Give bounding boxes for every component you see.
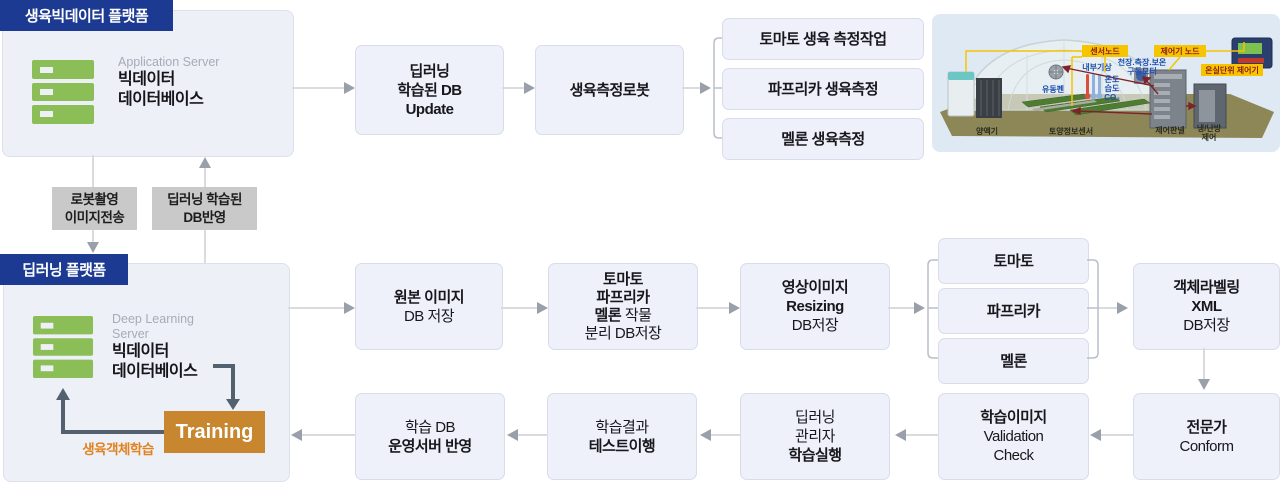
unit-controller-label: 온실단위 제어기 xyxy=(1205,65,1259,75)
thermometers xyxy=(1084,74,1103,99)
greenhouse-image: 센서노드 제어기 노드 온실단위 제어기 내부기상 천장.측장.보온 구동모터 … xyxy=(932,14,1280,152)
temp-label: 온도 xyxy=(1105,75,1120,84)
motor-label-1: 천장.측장.보온 xyxy=(1118,57,1167,67)
indoor-weather-label: 내부기상 xyxy=(1082,62,1112,72)
controller-node-label: 제어기 노드 xyxy=(1160,46,1200,56)
humidity-label: 습도 xyxy=(1105,83,1120,93)
box-growth-robot: 생육측정로봇 xyxy=(535,45,684,135)
deeplearning-server-type: Deep Learning Server xyxy=(112,312,195,341)
box-measure-paprika: 파프리카 생육측정 xyxy=(722,68,924,110)
application-server-type: Application Server xyxy=(118,55,220,69)
deeplearning-server-icon xyxy=(32,316,94,378)
control-panel-label: 제어판넬 xyxy=(1155,125,1184,135)
control-arrows xyxy=(1061,65,1197,116)
fan-label: 유동펜 xyxy=(1042,84,1064,94)
box-crop-melon: 멜론 xyxy=(938,338,1089,384)
cooling-heating-unit xyxy=(1193,83,1227,129)
deeplearning-platform-header: 딥러닝 플랫폼 xyxy=(0,254,128,285)
cooling-label-2: 제어 xyxy=(1202,132,1217,142)
motor-label-2: 구동모터 xyxy=(1127,66,1156,76)
yellow-label-chips xyxy=(1082,45,1263,76)
bigdata-platform-title: 생육빅데이터 플랫폼 xyxy=(24,8,149,25)
growth-object-learning-label: 생육객체학습 xyxy=(82,442,154,457)
application-server-icon xyxy=(32,60,94,124)
nutrient-label: 양액기 xyxy=(976,126,998,136)
greenhouse-illustration: 센서노드 제어기 노드 온실단위 제어기 내부기상 천장.측장.보온 구동모터 … xyxy=(940,37,1274,142)
box-measure-tomato: 토마토 생육 측정작업 xyxy=(722,18,924,60)
sensor-node-label: 센서노드 xyxy=(1090,46,1120,56)
bigdata-platform-header: 생육빅데이터 플랫폼 xyxy=(0,0,173,31)
box-crop-tomato: 토마토 xyxy=(938,238,1089,284)
nutrient-machine xyxy=(947,71,1002,118)
cooling-label-1: 냉/난방 xyxy=(1197,123,1222,133)
training-label: Training xyxy=(175,420,254,443)
co2-label: CO₂ xyxy=(1104,93,1120,102)
training-box: Training xyxy=(164,411,265,453)
box-crop-paprika: 파프리카 xyxy=(938,288,1089,334)
soil-sensor-label: 토양정보센서 xyxy=(1049,126,1093,136)
control-panel xyxy=(1149,69,1187,129)
sensor-wires xyxy=(965,42,1245,106)
unit-controller-device xyxy=(1231,37,1273,69)
deeplearning-platform-title: 딥러닝 플랫폼 xyxy=(22,262,106,279)
box-measure-melon: 멜론 생육측정 xyxy=(722,118,924,160)
circulation-fan xyxy=(1048,64,1064,80)
